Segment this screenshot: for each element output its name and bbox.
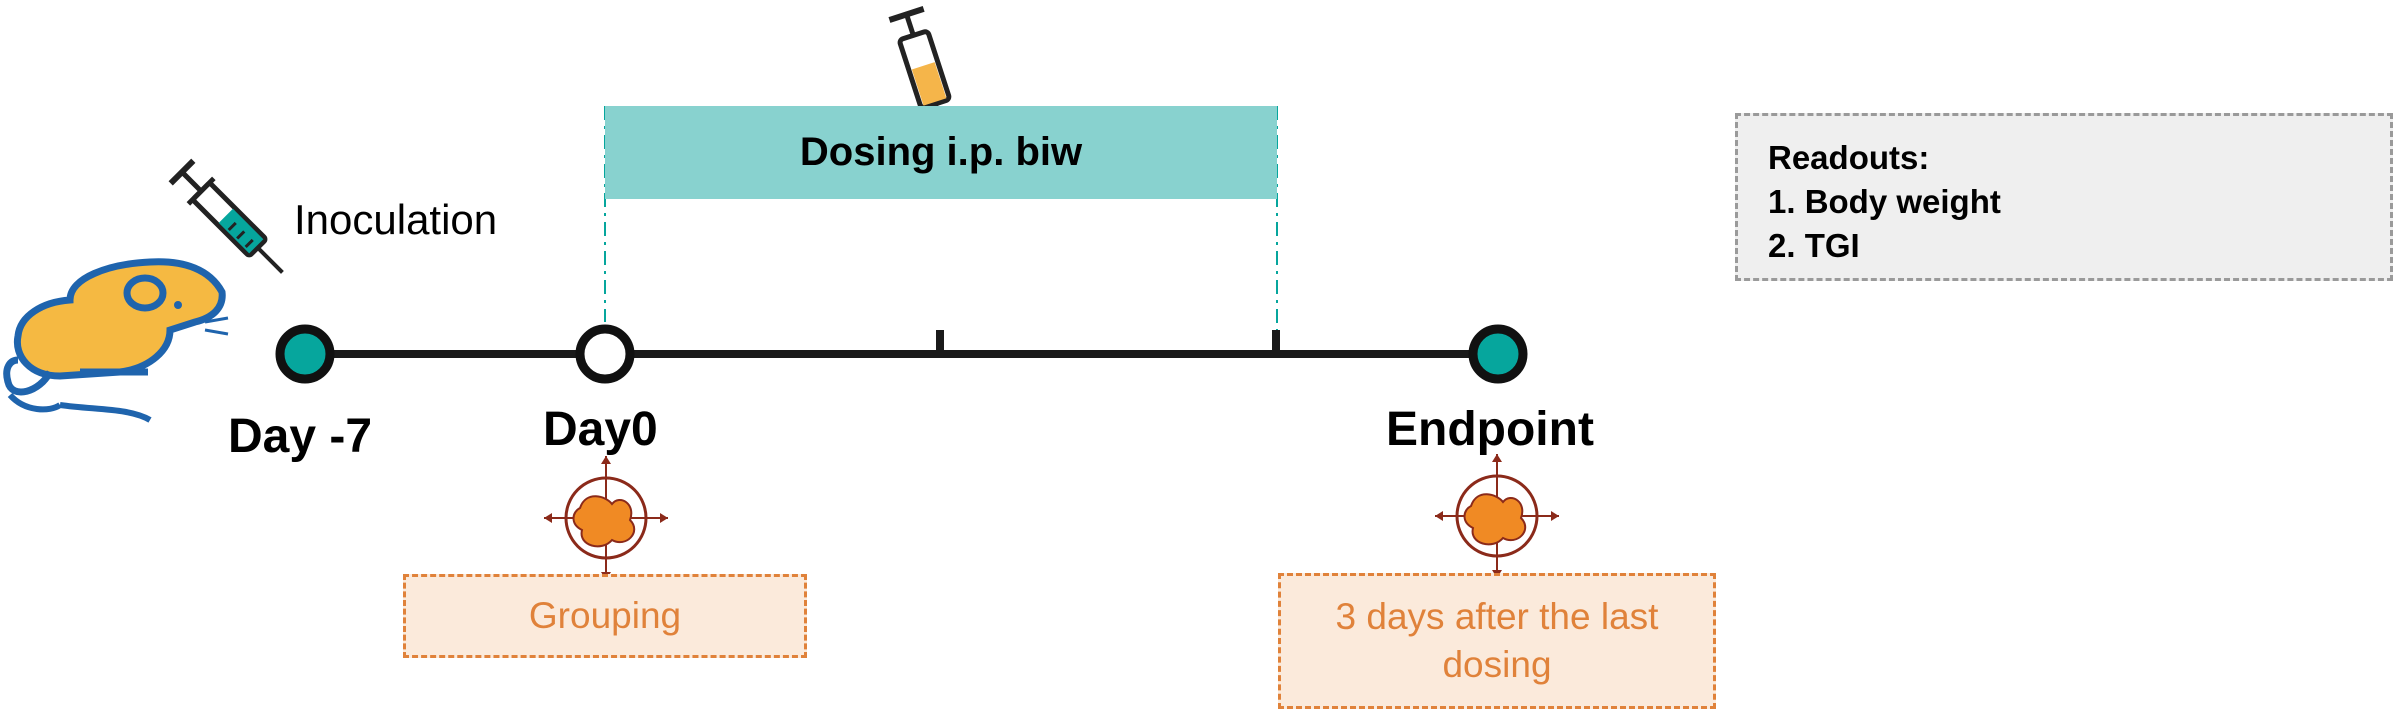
milestone-endpoint-marker: [1468, 324, 1528, 384]
milestone-day0-label: Day0: [543, 403, 658, 456]
endpoint-note: 3 days after the last dosing: [1278, 573, 1716, 709]
milestone-day-minus7-label: Day -7: [228, 410, 373, 463]
endpoint-note-label: 3 days after the last dosing: [1335, 596, 1659, 685]
tumor-measure-icon: [544, 456, 668, 580]
grouping-label: Grouping: [528, 595, 682, 636]
readout-item: 2. TGI: [1768, 227, 1860, 264]
tumor-measure-icon-endpoint: [1435, 454, 1559, 578]
readouts-box: Readouts: 1. Body weight 2. TGI: [1735, 113, 2393, 281]
mouse-icon: [3, 258, 229, 423]
grouping-note: Grouping: [403, 574, 807, 658]
syringe-teal-icon: [168, 158, 284, 274]
inoculation-label: Inoculation: [294, 196, 498, 243]
readouts-title: Readouts:: [1768, 139, 1930, 176]
readout-item: 1. Body weight: [1768, 183, 2001, 220]
syringe-orange-icon: [888, 6, 952, 120]
dosing-period-bar: Dosing i.p. biw: [605, 106, 1277, 199]
milestone-day-minus7-marker: [275, 324, 335, 384]
milestone-endpoint-label: Endpoint: [1386, 403, 1594, 456]
milestone-day0-marker: [575, 324, 635, 384]
dosing-label: Dosing i.p. biw: [799, 130, 1083, 174]
